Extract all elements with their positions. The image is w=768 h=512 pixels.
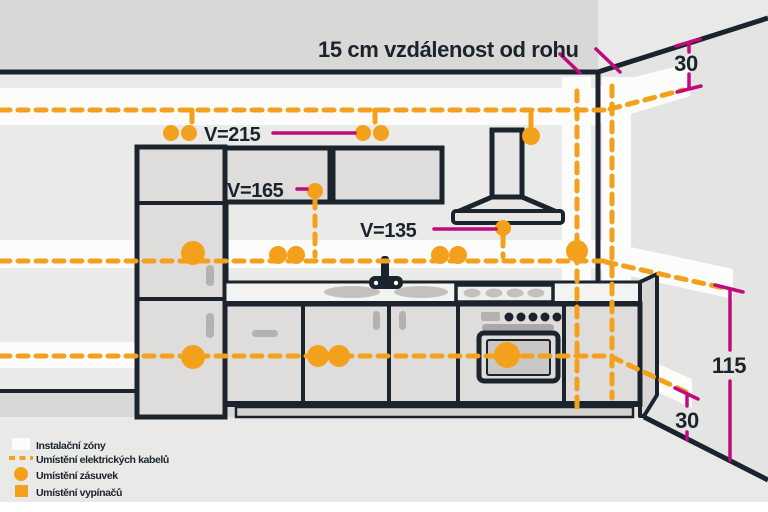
faucet-base	[369, 276, 403, 289]
cooktop	[454, 283, 555, 304]
cable-middle-rightwall	[603, 259, 727, 291]
oven-knob	[516, 312, 526, 322]
dimension-value-30-top: 30	[674, 51, 698, 76]
burner	[506, 288, 524, 298]
socket-marker	[163, 125, 179, 141]
zone-band-top	[0, 88, 598, 125]
zone-band-rightwall-top	[598, 63, 690, 124]
hood-chimney	[489, 127, 525, 200]
socket-marker-v135	[495, 220, 511, 236]
socket-markers	[163, 125, 588, 369]
sink-bowl-left	[324, 286, 380, 298]
socket-marker-tall-cabinet-upper	[181, 241, 205, 265]
faucet-knob-left	[373, 280, 379, 286]
kick-board	[234, 405, 635, 419]
socket-marker	[449, 246, 467, 264]
legend: Instalační zóny Umístění elektrických ka…	[9, 438, 169, 499]
faucet-knob-right	[393, 280, 399, 286]
socket-marker-corner	[566, 240, 588, 262]
oven-handle-bar	[482, 324, 554, 331]
socket-marker	[328, 345, 350, 367]
leader-line-corner-right	[594, 47, 622, 74]
oven-knob	[552, 312, 562, 322]
sink-bowl-right	[394, 286, 448, 298]
tall-cabinet	[134, 144, 228, 420]
dimension-line-30-top	[674, 37, 703, 94]
socket-marker	[355, 125, 371, 141]
socket-marker	[287, 246, 305, 264]
oven-knob	[504, 312, 514, 322]
cable-bottom-rightwall	[609, 354, 689, 395]
socket-swatch-icon	[14, 467, 28, 481]
legend-label: Instalační zóny	[36, 440, 106, 452]
diagram-title: 15 cm vzdálenost od rohu	[318, 37, 579, 62]
dimension-line-115	[713, 283, 745, 462]
bottom-margin-strip	[0, 502, 768, 512]
burner	[463, 288, 481, 298]
floor-line-right	[642, 414, 768, 483]
switch-swatch-icon	[15, 485, 28, 497]
cable-lines	[0, 83, 727, 412]
cable-top-rightwall	[607, 87, 686, 112]
dimension-annotations	[271, 37, 745, 462]
burner	[527, 288, 545, 298]
socket-marker-oven	[494, 342, 520, 368]
socket-marker	[269, 246, 287, 264]
socket-marker-v165	[307, 183, 323, 199]
legend-label: Umístění zásuvek	[36, 470, 118, 482]
legend-label: Umístění elektrických kabelů	[36, 454, 169, 466]
tall-cabinet-door-split	[137, 201, 225, 301]
oven-knob	[528, 312, 538, 322]
dimension-value-115: 115	[712, 353, 746, 378]
socket-marker	[181, 125, 197, 141]
socket-marker	[431, 246, 449, 264]
height-label-v135: V=135	[360, 220, 417, 242]
socket-marker-hood	[522, 127, 540, 145]
door-handle-right	[399, 311, 406, 330]
oven-display	[481, 312, 500, 321]
tall-cabinet-handle-lower	[206, 313, 214, 338]
socket-marker-tall-cabinet-lower	[181, 345, 205, 369]
legend-item-cables: Umístění elektrických kabelů	[9, 454, 169, 466]
leader-line-corner-left	[558, 52, 582, 75]
socket-marker	[307, 345, 329, 367]
legend-label: Umístění vypínačů	[36, 487, 122, 499]
burner	[485, 288, 503, 298]
dimension-value-30-bottom: 30	[675, 408, 699, 433]
hood-base	[451, 209, 565, 225]
diagram-texts: 15 cm vzdálenost od rohu V=215 V=165 V=1…	[204, 37, 747, 433]
legend-item-sockets: Umístění zásuvek	[14, 467, 119, 482]
above-ceiling-area	[0, 0, 598, 72]
height-label-v165: V=165	[227, 180, 284, 202]
oven-knob	[540, 312, 550, 322]
drawer-handle	[252, 330, 278, 337]
dimension-line-30-bottom	[673, 386, 700, 442]
legend-item-zones: Instalační zóny	[12, 438, 106, 452]
upper-cabinet-right	[330, 145, 445, 205]
counter-side-panel	[638, 272, 659, 418]
height-label-v215: V=215	[204, 124, 261, 146]
tall-cabinet-handle-upper	[206, 265, 214, 286]
zone-swatch-icon	[12, 438, 30, 450]
legend-item-switches: Umístění vypínačů	[15, 485, 122, 499]
socket-marker	[373, 125, 389, 141]
door-handle-left	[373, 311, 380, 330]
